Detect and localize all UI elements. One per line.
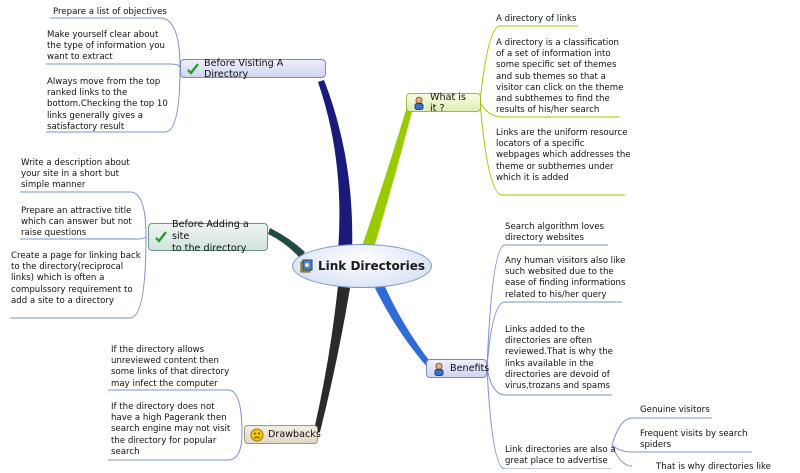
topic-before-visiting[interactable]: Before Visiting A Directory (180, 57, 326, 80)
leaf-drawbacks-1: If the directory allows unreviewed conte… (111, 345, 230, 389)
leaf-before-visiting-1: Prepare a list of objectives (53, 7, 167, 17)
central-topic-label: Link Directories (318, 259, 425, 273)
leaf-before-adding-3: Create a page for linking back to the di… (11, 251, 141, 306)
topic-benefits[interactable]: Benefits (426, 359, 490, 378)
book-icon (299, 259, 313, 273)
connectors-drawbacks (108, 389, 243, 461)
connectors-what-is-it (479, 25, 625, 196)
topic-drawbacks-label: Drawbacks (268, 429, 321, 440)
branch-before-visiting (318, 80, 353, 252)
person-icon (432, 362, 446, 376)
leaf-before-adding-1: Write a description about your site in a… (21, 158, 130, 191)
topic-before-adding-label: Before Adding a site to the directory (172, 219, 249, 254)
leaf-before-adding-2: Prepare an attractive title which can an… (21, 206, 132, 239)
checkmark-icon (186, 62, 200, 76)
topic-benefits-label: Benefits (450, 363, 490, 374)
leaf-benefits-2: Any human visitors also like such websit… (505, 256, 626, 300)
person-icon (412, 96, 426, 110)
leaf-benefits-sub-2: Frequent visits by search spiders (640, 429, 748, 451)
leaf-what-is-it-2: A directory is a classification of a set… (496, 38, 624, 116)
leaf-benefits-1: Search algorithm loves directory website… (505, 222, 604, 244)
branch-drawbacks (314, 286, 350, 432)
leaf-benefits-sub-1: Genuine visitors (640, 405, 710, 415)
sad-face-icon (250, 428, 264, 442)
branch-what-is-it (360, 100, 414, 254)
branch-before-adding (268, 228, 305, 258)
leaf-what-is-it-1: A directory of links (496, 14, 577, 24)
leaf-before-visiting-3: Always move from the top ranked links to… (47, 77, 168, 132)
leaf-what-is-it-3: Links are the uniform resource locators … (496, 128, 631, 183)
connectors-benefits (486, 244, 752, 469)
topic-what-is-it-label: What is it ? (430, 91, 466, 114)
topic-drawbacks[interactable]: Drawbacks (244, 425, 321, 444)
leaf-benefits-4: Link directories are also a great place … (505, 445, 616, 467)
topic-what-is-it[interactable]: What is it ? (406, 91, 481, 114)
leaf-before-visiting-2: Make yourself clear about the type of in… (47, 30, 165, 63)
topic-before-adding[interactable]: Before Adding a site to the directory (148, 219, 268, 254)
leaf-drawbacks-2: If the directory does not have a high Pa… (111, 402, 231, 457)
connectors-before-visiting (46, 17, 181, 133)
leaf-benefits-sub-3: That is why directories like (656, 462, 771, 472)
connectors-before-adding (10, 191, 147, 319)
central-topic[interactable]: Link Directories (292, 244, 432, 288)
branch-benefits (372, 280, 432, 368)
checkmark-icon (154, 230, 168, 244)
leaf-benefits-3: Links added to the directories are often… (505, 325, 613, 392)
topic-before-visiting-label: Before Visiting A Directory (204, 57, 284, 80)
